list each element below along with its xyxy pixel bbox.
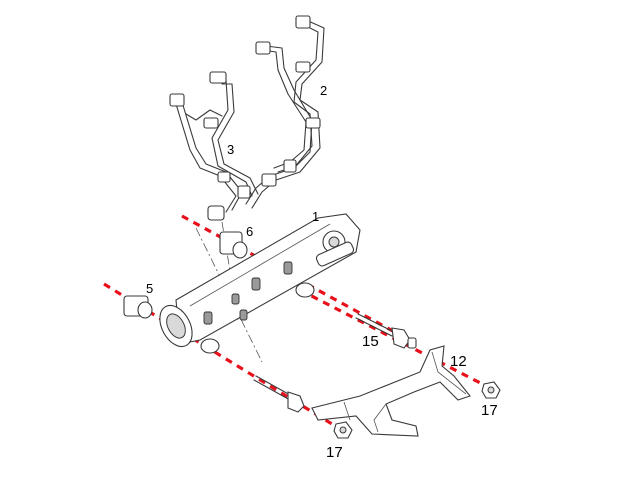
spacer-6 <box>219 231 248 259</box>
label-part-2: 2 <box>320 83 327 98</box>
bolt-lower <box>253 375 305 413</box>
fuel-rail <box>159 213 361 354</box>
label-part-1: 1 <box>312 209 319 224</box>
label-part-12: 12 <box>450 353 467 370</box>
part-labels: 1 2 3 5 6 12 15 17 17 <box>146 83 498 461</box>
label-part-6: 6 <box>246 224 253 239</box>
spacer-5 <box>123 295 153 319</box>
label-part-17-right: 17 <box>481 402 498 419</box>
bolt-15 <box>355 313 417 349</box>
label-part-17-bottom: 17 <box>326 444 343 461</box>
label-part-5: 5 <box>146 281 153 296</box>
axis-line-top <box>181 214 403 338</box>
injector-pipes-right <box>245 15 325 209</box>
axis-line-left <box>103 282 346 434</box>
label-part-15: 15 <box>362 333 379 350</box>
nut-17-right <box>481 381 501 399</box>
nut-17-bottom <box>333 421 353 439</box>
mounting-bracket <box>311 345 471 437</box>
injector-pipes-left <box>169 71 259 221</box>
label-part-3: 3 <box>227 142 234 157</box>
